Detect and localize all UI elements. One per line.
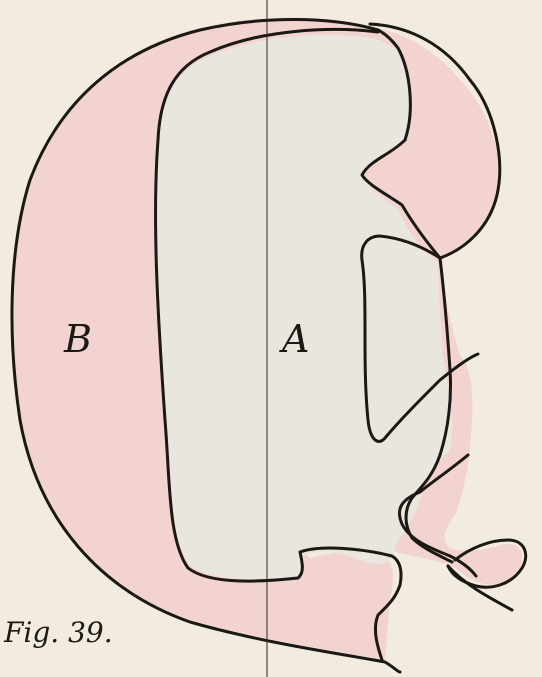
region-a-label: A xyxy=(279,317,309,361)
figure-caption: Fig. 39. xyxy=(3,616,113,649)
region-b-label: B xyxy=(63,317,92,361)
